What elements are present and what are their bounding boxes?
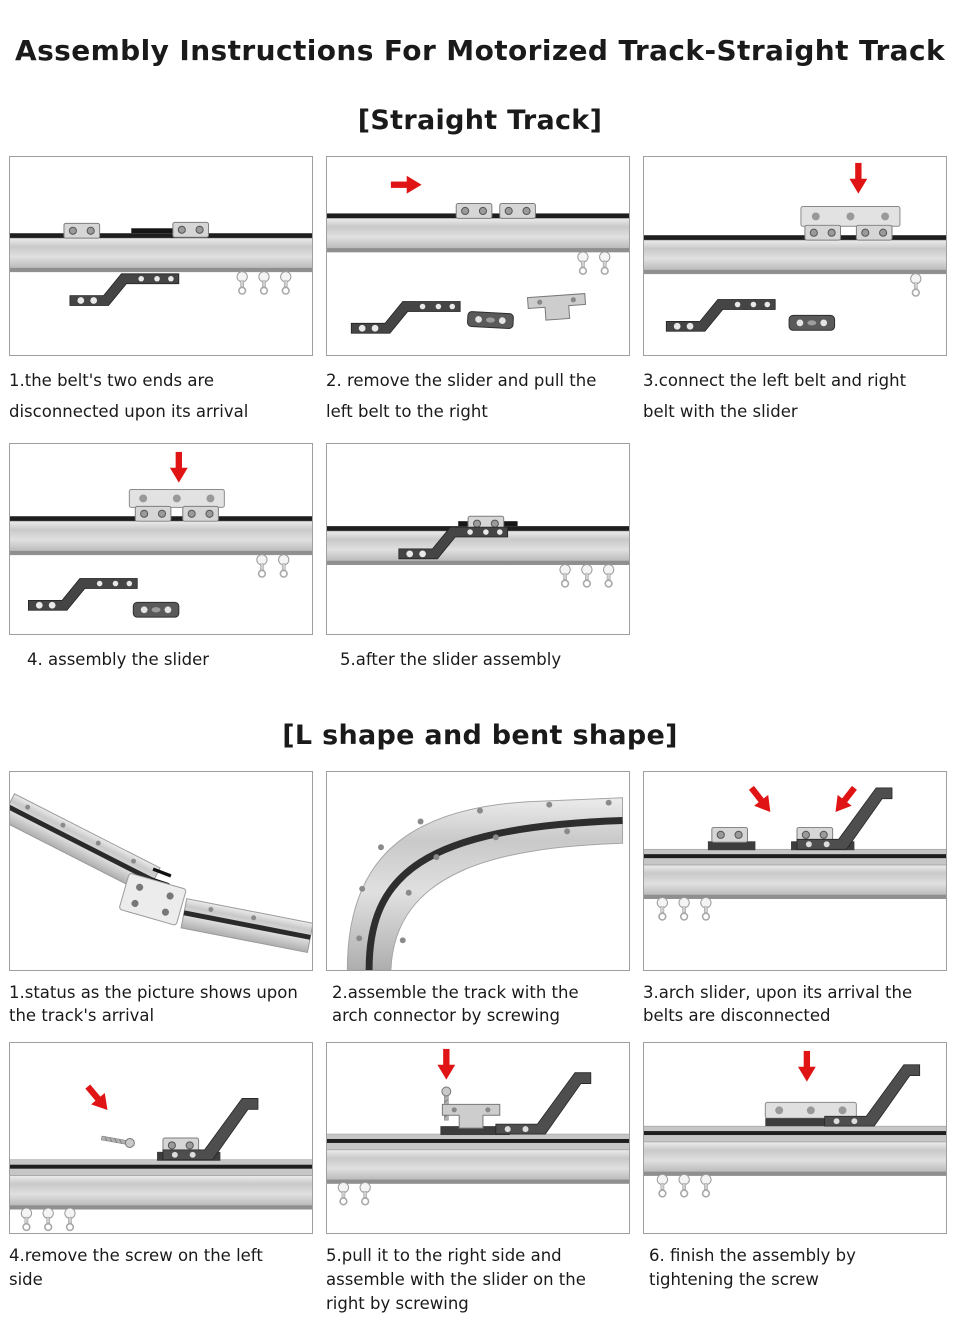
step-illustration <box>10 221 312 306</box>
lshape-row-1: 1.status as the picture shows upon the t… <box>0 770 960 1029</box>
step-cell: 1.status as the picture shows upon the t… <box>9 770 313 1029</box>
step-cell: 3.connect the left belt and right belt w… <box>643 156 947 427</box>
step-cell: 6. finish the assembly by tightening the… <box>643 1042 947 1316</box>
step-illustration <box>644 162 946 332</box>
red-arrow-icon <box>849 162 868 194</box>
straight-row-1: 1.the belt's two ends are disconnected u… <box>0 156 960 427</box>
red-arrow-icon <box>797 1051 816 1082</box>
red-arrow-icon <box>169 451 188 483</box>
step-cell: 4. assembly the slider <box>9 443 313 676</box>
step-photo-lshape-4 <box>9 1042 313 1235</box>
step-cell: 5.after the slider assembly <box>326 443 630 676</box>
section-heading-lshape: [L shape and bent shape] <box>282 719 678 751</box>
step-illustration <box>327 175 629 334</box>
step-caption: 1.status as the picture shows upon the t… <box>9 982 298 1026</box>
step-illustration <box>644 781 946 921</box>
step-cell: 1.the belt's two ends are disconnected u… <box>9 156 313 427</box>
red-arrow-icon <box>744 781 778 818</box>
step-photo-straight-2 <box>326 156 630 356</box>
step-caption: 2. remove the slider and pull the left b… <box>326 371 597 421</box>
step-caption: 2.assemble the track with the arch conne… <box>332 982 579 1026</box>
step-illustration <box>10 792 312 953</box>
red-arrow-icon <box>80 1081 115 1117</box>
step-caption: 4.remove the screw on the left side <box>9 1246 263 1290</box>
step-caption: 3.connect the left belt and right belt w… <box>643 371 907 421</box>
step-photo-lshape-1 <box>9 770 313 971</box>
step-caption: 6. finish the assembly by tightening the… <box>649 1246 856 1290</box>
step-cell: 3.arch slider, upon its arrival the belt… <box>643 770 947 1029</box>
step-photo-straight-3 <box>643 156 947 356</box>
step-photo-straight-4 <box>9 443 313 636</box>
step-cell: 5.pull it to the right side and assemble… <box>326 1042 630 1316</box>
screw-icon <box>100 1133 136 1150</box>
step-caption: 5.pull it to the right side and assemble… <box>326 1246 586 1314</box>
step-illustration <box>644 1051 946 1198</box>
straight-row-2: 4. assembly the slider 5.after the slide… <box>0 443 960 676</box>
page-title: Assembly Instructions For Motorized Trac… <box>15 34 945 67</box>
step-illustration <box>10 1081 312 1232</box>
lshape-row-2: 4.remove the screw on the left side 5.pu… <box>0 1042 960 1316</box>
step-photo-lshape-2 <box>326 770 630 971</box>
step-cell: 4.remove the screw on the left side <box>9 1042 313 1316</box>
red-arrow-icon <box>437 1049 456 1081</box>
step-photo-lshape-5 <box>326 1042 630 1235</box>
step-illustration <box>327 515 629 588</box>
step-illustration <box>346 796 624 970</box>
step-cell: 2. remove the slider and pull the left b… <box>326 156 630 427</box>
step-cell-empty <box>643 443 947 676</box>
step-photo-straight-5 <box>326 443 630 636</box>
step-caption: 4. assembly the slider <box>27 650 210 670</box>
step-illustration <box>327 1049 629 1206</box>
red-arrow-icon <box>828 781 862 818</box>
step-photo-straight-1 <box>9 156 313 356</box>
step-caption: 5.after the slider assembly <box>340 650 562 670</box>
red-arrow-icon <box>390 175 422 194</box>
step-caption: 3.arch slider, upon its arrival the belt… <box>643 982 913 1026</box>
step-caption: 1.the belt's two ends are disconnected u… <box>9 371 249 421</box>
step-cell: 2.assemble the track with the arch conne… <box>326 770 630 1029</box>
section-heading-straight: [Straight Track] <box>357 105 603 136</box>
step-photo-lshape-3 <box>643 770 947 971</box>
step-illustration <box>10 451 312 618</box>
step-photo-lshape-6 <box>643 1042 947 1235</box>
